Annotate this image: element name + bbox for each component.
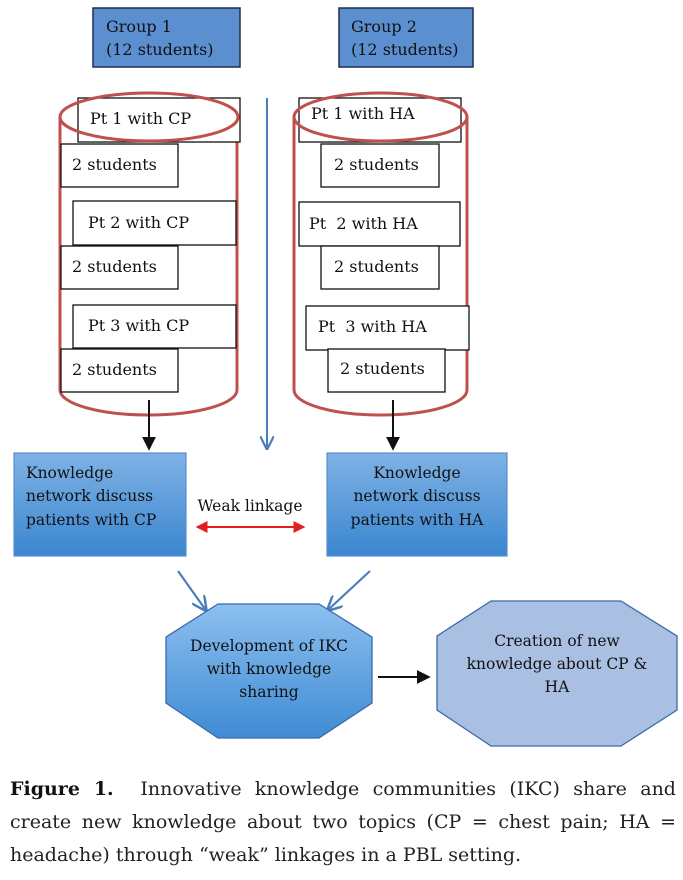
ikc-development-node: Development of IKC with knowledge sharin… [165,603,373,739]
ikc-line-2: with knowledge [207,660,331,678]
group-2-box: Group 2 (12 students) [338,7,474,68]
group-2-students-2: 2 students [320,245,440,290]
creation-line-3: HA [545,678,571,696]
creation-node: Creation of new knowledge about CP & HA [436,600,678,747]
students-label: 2 students [72,360,157,379]
network-cp-box: Knowledge network discuss patients with … [13,452,187,557]
network-cp-line-2: network discuss [26,487,153,505]
arrow-cp-to-ikc [177,570,205,609]
group-1-cylinder-top [58,91,240,143]
caption-text: Innovative knowledge communities (IKC) s… [10,778,676,866]
group-2-title: Group 2 [351,17,417,36]
group-2-count: (12 students) [351,40,459,59]
patient-label: Pt 3 with HA [318,317,427,336]
group-2-students-3: 2 students [327,348,446,393]
arrow-ha-to-ikc [329,570,371,609]
group-1-patient-1: Pt 1 with CP [77,97,241,143]
ikc-line-3: sharing [239,683,299,701]
group-1-title: Group 1 [106,17,172,36]
ikc-line-1: Development of IKC [190,637,348,655]
students-label: 2 students [340,359,425,378]
creation-line-2: knowledge about CP & [467,655,648,673]
network-ha-line-1: Knowledge [373,464,460,482]
network-ha-box: Knowledge network discuss patients with … [326,452,508,557]
group-1-students-2: 2 students [60,245,179,290]
students-label: 2 students [72,257,157,276]
weak-linkage-label: Weak linkage [197,497,302,515]
group-1-patient-2: Pt 2 with CP [72,200,237,246]
figure-caption: Figure 1. Innovative knowledge communiti… [10,773,676,872]
group-2-cylinder-top [292,91,469,143]
network-ha-line-3: patients with HA [351,511,484,529]
group-1-patient-3: Pt 3 with CP [72,304,237,349]
patient-label: Pt 1 with HA [311,104,415,123]
students-label: 2 students [334,257,419,276]
patient-label: Pt 3 with CP [88,316,189,335]
patient-label: Pt 2 with CP [88,213,189,232]
network-cp-line-3: patients with CP [26,511,156,529]
network-cp-line-1: Knowledge [26,464,113,482]
group-1-count: (12 students) [106,40,214,59]
group-1-box: Group 1 (12 students) [92,7,241,68]
students-label: 2 students [334,155,419,174]
group-2-students-1: 2 students [320,143,440,188]
group-2-patient-2: Pt 2 with HA [298,201,461,247]
creation-line-1: Creation of new [494,632,620,650]
group-2-patient-3: Pt 3 with HA [305,305,470,351]
group-1-students-1: 2 students [60,143,179,188]
patient-label: Pt 2 with HA [309,214,418,233]
network-ha-line-2: network discuss [353,487,480,505]
caption-label: Figure 1. [10,778,114,800]
group-1-students-3: 2 students [60,348,179,393]
students-label: 2 students [72,155,157,174]
patient-label: Pt 1 with CP [90,109,191,128]
